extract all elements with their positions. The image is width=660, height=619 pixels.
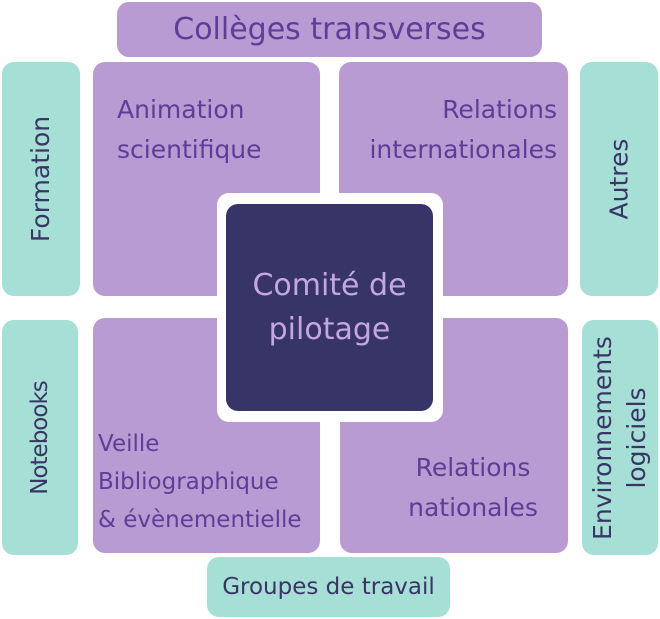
groupes-label: Groupes de travail: [222, 574, 435, 600]
relations-internationales-label: Relations internationales: [369, 90, 557, 170]
formation-label: Formation: [26, 115, 55, 243]
label-line: Veille: [98, 431, 160, 457]
veille-label: Veille Bibliographique & évènementielle: [98, 425, 302, 539]
animation-label: Animation scientifique: [117, 90, 262, 170]
formation-box: Formation: [2, 62, 80, 296]
relations-nationales-label: Relations nationales: [388, 448, 558, 528]
center-line1: Comité de: [252, 267, 407, 303]
colleges-transverses-banner: Collèges transverses: [117, 2, 542, 57]
notebooks-box: Notebooks: [2, 320, 78, 555]
label-line: & évènementielle: [98, 507, 302, 533]
label-line: Relations: [415, 453, 531, 482]
banner-title: Collèges transverses: [173, 12, 486, 47]
groupes-de-travail-box: Groupes de travail: [207, 557, 450, 617]
label-line: Bibliographique: [98, 469, 279, 495]
label-line: Relations: [442, 95, 557, 124]
label-line: internationales: [369, 135, 557, 164]
comite-de-pilotage: Comité de pilotage: [226, 204, 433, 411]
autres-box: Autres: [580, 62, 658, 296]
env-line2: logiciels: [622, 386, 652, 489]
center-line2: pilotage: [268, 311, 391, 347]
label-line: nationales: [408, 493, 538, 522]
label-line: scientifique: [117, 135, 262, 164]
label-line: Animation: [117, 95, 245, 124]
env-line1: Environnements: [588, 335, 618, 540]
autres-label: Autres: [604, 138, 634, 220]
notebooks-label: Notebooks: [27, 380, 53, 495]
